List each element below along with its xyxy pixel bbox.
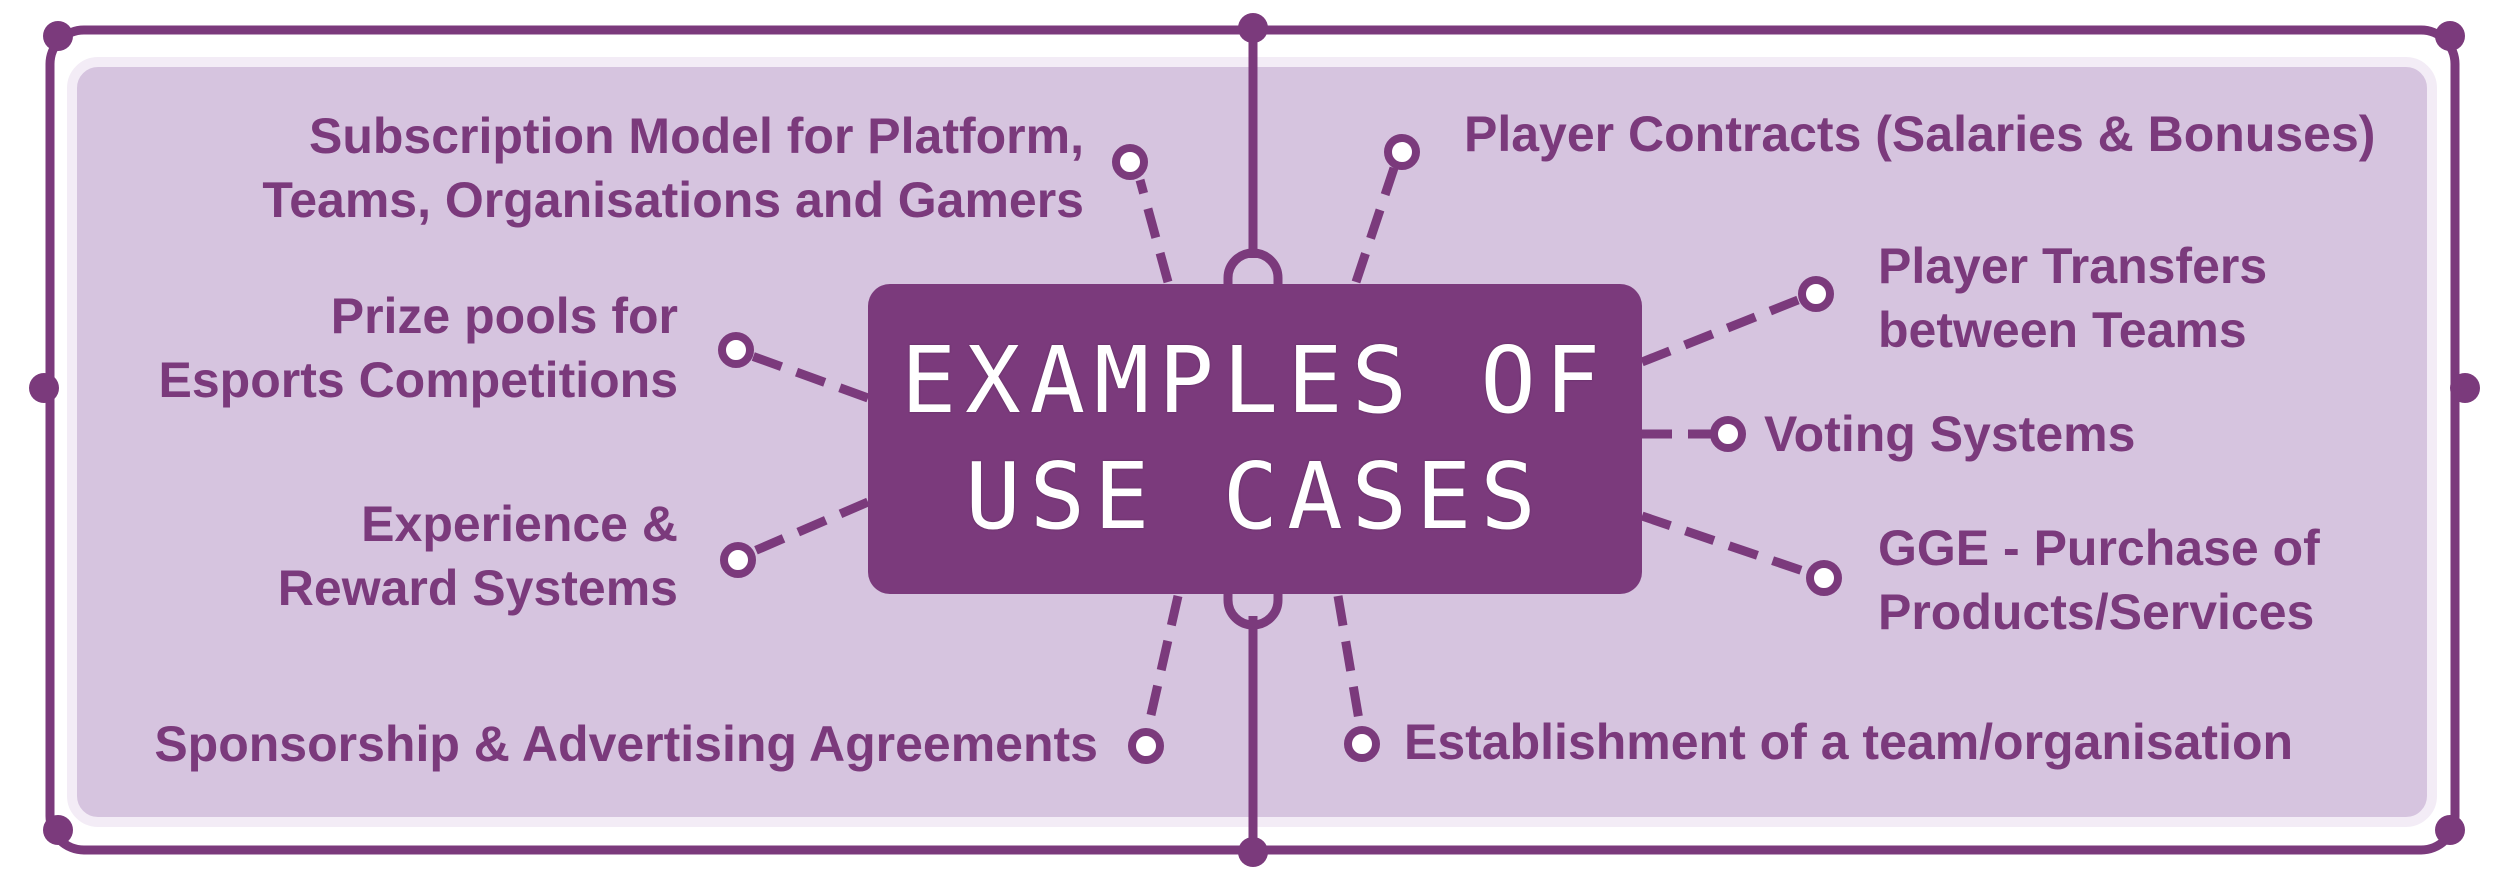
frame-node xyxy=(2435,815,2465,845)
frame-node xyxy=(1238,13,1268,43)
use-case-line: Experience & xyxy=(361,496,678,552)
frame-node xyxy=(2435,21,2465,51)
connector-node xyxy=(1112,144,1148,180)
connector-establishment xyxy=(1333,595,1365,727)
connector-sponsorship xyxy=(1143,595,1183,729)
connector-player-transfers xyxy=(1640,295,1800,367)
use-case-subscription: Subscription Model for Platform, Teams, … xyxy=(262,104,1084,232)
use-case-gge: GGE - Purchase of Products/Services xyxy=(1878,516,2320,644)
connector-player-contracts xyxy=(1351,166,1399,284)
use-case-line: Sponsorship & Advertising Agreements xyxy=(154,716,1098,772)
use-case-player-transfers: Player Transfers between Teams xyxy=(1878,234,2267,362)
use-case-line: GGE - Purchase of xyxy=(1878,520,2320,576)
frame-node xyxy=(43,21,73,51)
use-case-line: Products/Services xyxy=(1878,584,2315,640)
connector-prize-pools xyxy=(750,351,870,403)
center-loop-bottom xyxy=(1223,588,1283,630)
connector-gge xyxy=(1640,511,1808,577)
connector-experience xyxy=(750,497,870,557)
use-case-experience: Experience & Reward Systems xyxy=(278,492,678,620)
use-case-player-contracts: Player Contracts (Salaries & Bonuses) xyxy=(1464,102,2375,166)
use-case-line: Player Transfers xyxy=(1878,238,2268,294)
use-case-line: Voting Systems xyxy=(1764,406,2136,462)
title-box: EXAMPLES OF USE CASES xyxy=(868,284,1642,594)
use-case-sponsorship: Sponsorship & Advertising Agreements xyxy=(154,712,1098,776)
use-case-line: between Teams xyxy=(1878,302,2247,358)
use-case-line: Prize pools for xyxy=(330,288,678,344)
use-case-line: Player Contracts (Salaries & Bonuses) xyxy=(1464,106,2376,162)
connector-node xyxy=(1710,416,1746,452)
use-case-voting: Voting Systems xyxy=(1764,402,2135,466)
frame-node xyxy=(43,815,73,845)
connector-node xyxy=(1806,560,1842,596)
use-case-line: Establishment of a team/organisation xyxy=(1404,714,2294,770)
connector-node xyxy=(1798,276,1834,312)
frame-node xyxy=(29,373,59,403)
use-case-line: Subscription Model for Platform, xyxy=(308,108,1084,164)
connector-node xyxy=(1384,134,1420,170)
frame-node xyxy=(1238,837,1268,867)
use-case-line: Reward Systems xyxy=(277,560,678,616)
use-case-line: Teams, Organisations and Gamers xyxy=(262,172,1084,228)
connector-node xyxy=(718,332,754,368)
connector-node xyxy=(720,542,756,578)
use-case-prize-pools: Prize pools for Esports Competitions xyxy=(159,284,678,412)
connector-node xyxy=(1344,726,1380,762)
title-line-2: USE CASES xyxy=(965,443,1545,550)
use-case-line: Esports Competitions xyxy=(158,352,678,408)
center-loop-top xyxy=(1223,248,1283,290)
title-line-1: EXAMPLES OF xyxy=(900,327,1610,434)
use-case-establishment: Establishment of a team/organisation xyxy=(1404,710,2293,774)
frame-node xyxy=(2450,373,2480,403)
connector-node xyxy=(1128,728,1164,764)
connector-subscription xyxy=(1135,178,1173,284)
